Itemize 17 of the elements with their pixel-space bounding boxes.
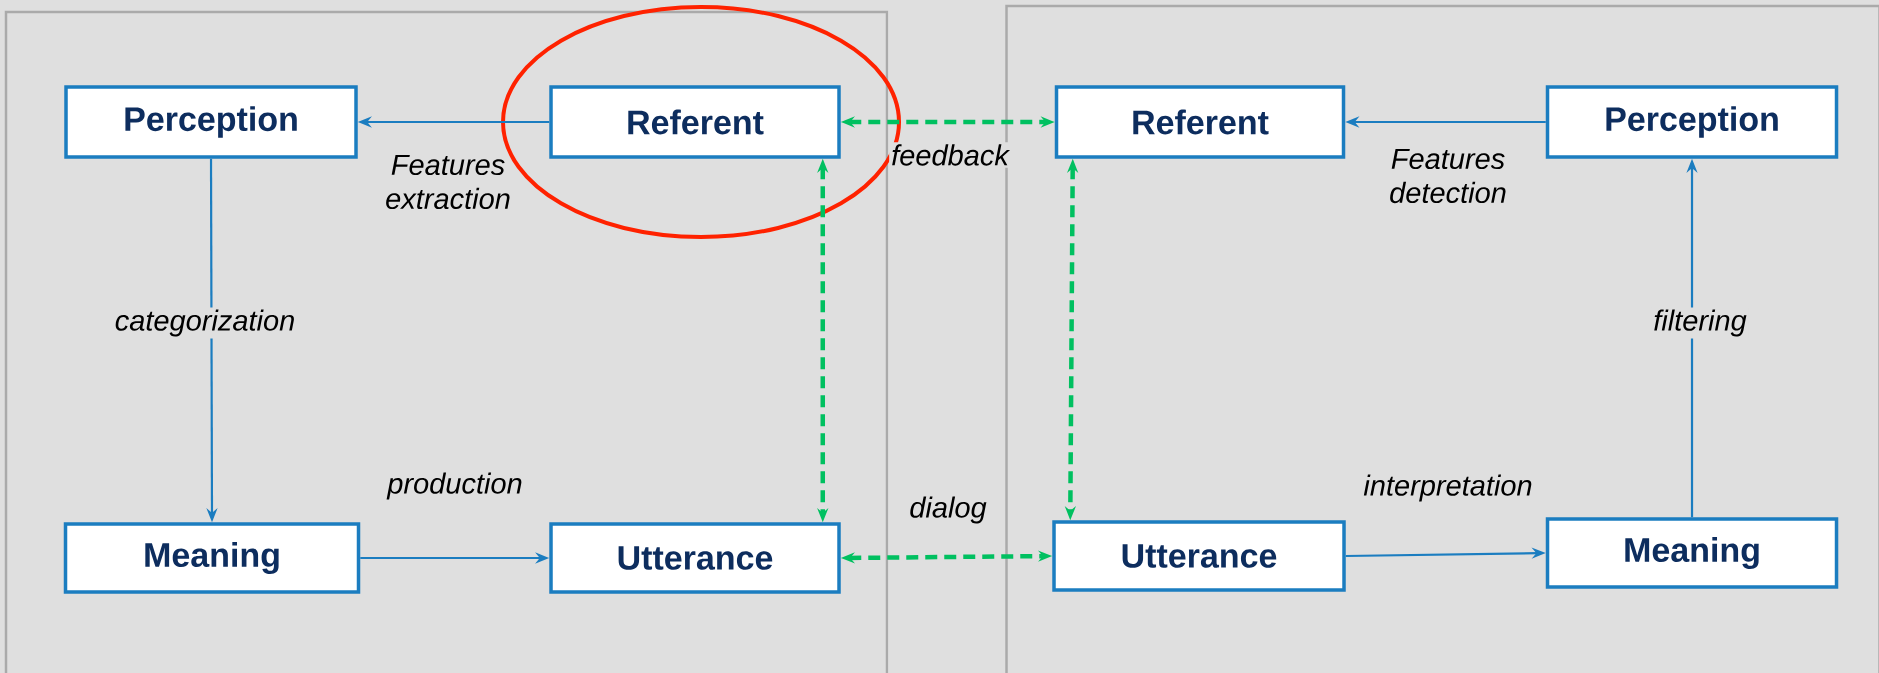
edge-label: feedback (889, 142, 1011, 168)
process-box: Meaning (1545, 517, 1839, 589)
edge-label: Features detection (1390, 148, 1506, 204)
edge-label: categorization (112, 307, 298, 339)
edge-label: filtering (1651, 307, 1749, 339)
process-box: Referent (549, 85, 841, 159)
process-box: Meaning (63, 522, 361, 594)
edge-label: dialog (910, 496, 987, 524)
edge-label: interpretation (1363, 474, 1532, 502)
process-box: Perception (1545, 85, 1839, 159)
edge-label: production (386, 472, 522, 500)
process-box: Referent (1054, 85, 1346, 159)
process-box: Utterance (1052, 520, 1346, 592)
edge-label: Features extraction (386, 154, 510, 210)
process-box: Utterance (549, 522, 841, 594)
process-box: Perception (64, 85, 358, 159)
panel-background (4, 10, 889, 673)
